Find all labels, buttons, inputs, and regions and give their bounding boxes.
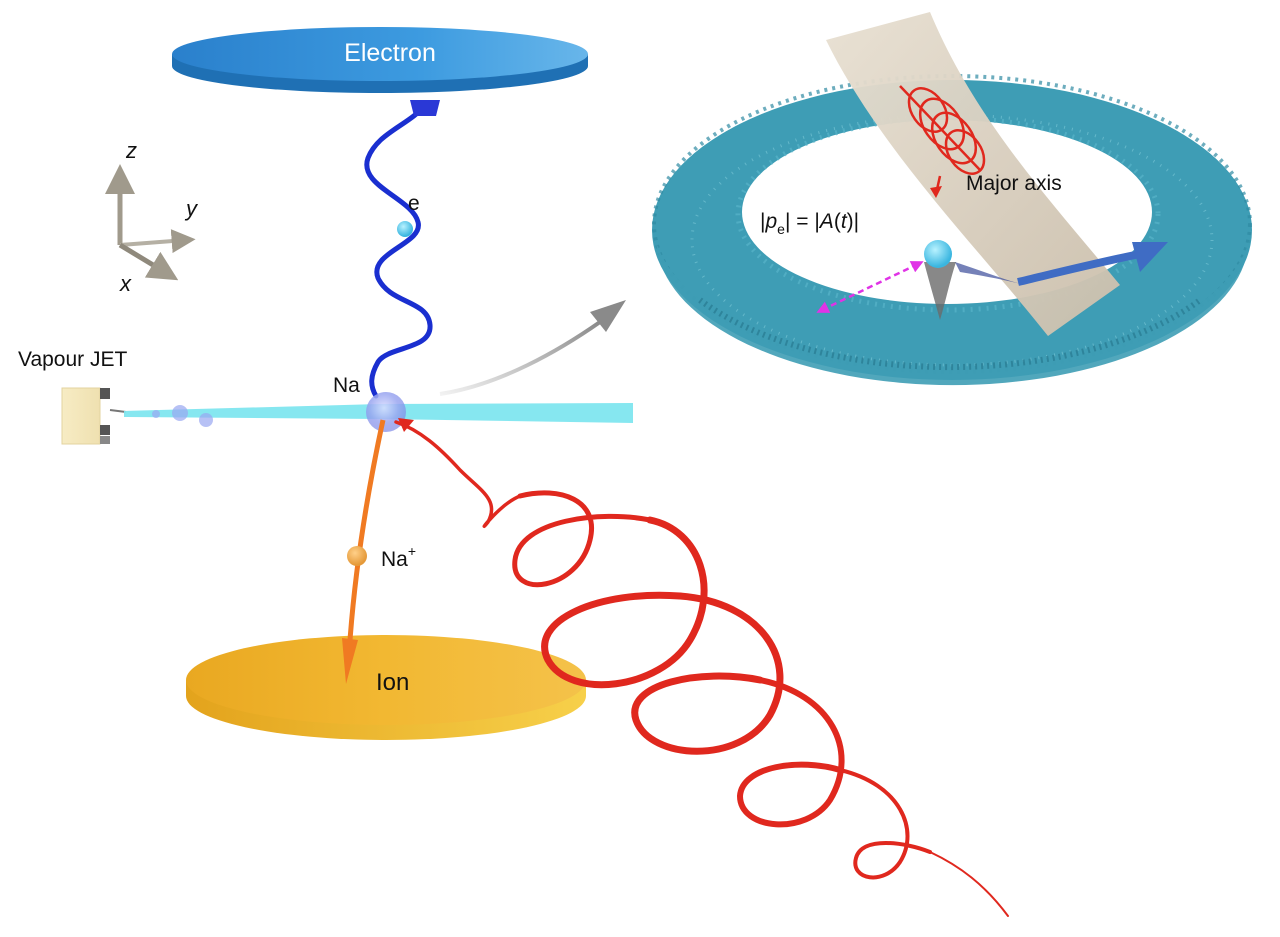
na-ion-label: Na+ — [381, 543, 416, 571]
major-axis-label: Major axis — [966, 172, 1062, 195]
mini-laser-helix — [899, 85, 986, 198]
momentum-arrow — [816, 261, 924, 313]
electron-track — [364, 101, 433, 399]
electron-detector: Electron — [172, 27, 588, 93]
ion-detector — [186, 635, 586, 740]
axis-x-label: x — [119, 271, 132, 296]
ion-track — [347, 419, 386, 641]
torus-back — [652, 80, 1252, 380]
momentum-distribution-inset — [652, 12, 1252, 386]
ion-detector-label: Ion — [376, 669, 409, 696]
na-atom — [366, 392, 406, 432]
drift-arrow — [1017, 250, 1141, 286]
coordinate-axes: z y x — [105, 138, 199, 296]
zoom-arrow — [439, 320, 602, 396]
electron-ball — [397, 221, 413, 237]
na-atom-label: Na — [333, 374, 360, 397]
vapour-jet-nozzle — [61, 387, 127, 445]
laser-pulse — [394, 418, 1009, 917]
electron-track-head — [410, 100, 440, 116]
zoom-arrow-head — [590, 300, 626, 332]
ion-track-head — [342, 638, 358, 684]
axis-y-label: y — [184, 196, 199, 221]
vapour-droplets — [152, 405, 213, 427]
axis-z-label: z — [125, 138, 137, 163]
vapour-jet-label: Vapour JET — [18, 348, 127, 371]
momentum-equation: |pe| = |A(t)| — [760, 210, 859, 237]
electron-detector-label: Electron — [344, 39, 436, 67]
electron-label: e — [408, 192, 420, 215]
na-ion-ball — [347, 546, 367, 566]
inset-electron-ball — [924, 240, 952, 268]
ionization-peak — [924, 262, 956, 320]
